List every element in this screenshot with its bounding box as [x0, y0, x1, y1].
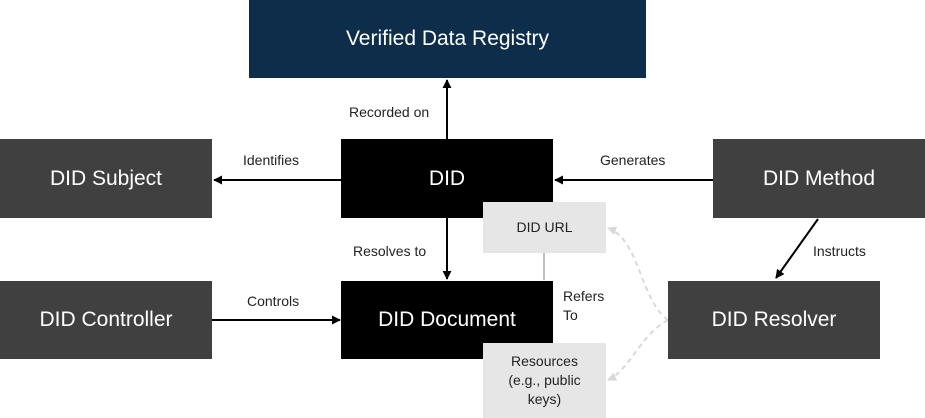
- label-identifies: Identifies: [243, 152, 300, 168]
- node-did-url: DID URL: [483, 202, 606, 253]
- node-did-subject: DID Subject: [0, 139, 212, 218]
- node-did-document: DID Document: [341, 281, 553, 359]
- node-did-method-label: DID Method: [762, 166, 876, 190]
- node-did-controller: DID Controller: [0, 281, 212, 359]
- label-refers-to: Refers To: [563, 288, 605, 323]
- node-verified-data-registry: Verified Data Registry: [249, 0, 646, 78]
- node-verified-data-registry-label: Verified Data Registry: [345, 27, 550, 50]
- node-did-method: DID Method: [713, 139, 925, 218]
- node-did-url-label: DID URL: [516, 219, 573, 235]
- edge-instructs: [775, 218, 819, 279]
- node-resources: Resources (e.g., public keys): [483, 343, 606, 418]
- node-did-document-label: DID Document: [378, 308, 516, 331]
- label-controls: Controls: [247, 293, 300, 309]
- label-recorded-on: Recorded on: [349, 104, 430, 120]
- label-generates: Generates: [600, 152, 666, 168]
- node-did-label: DID: [428, 166, 466, 190]
- edge-resolver-to-resources: [607, 319, 669, 381]
- node-did-resolver: DID Resolver: [668, 281, 880, 359]
- node-did-controller-label: DID Controller: [39, 308, 173, 331]
- label-resolves-to: Resolves to: [353, 243, 427, 259]
- node-did-subject-label: DID Subject: [49, 166, 163, 190]
- node-resources-label: Resources (e.g., public keys): [508, 353, 581, 407]
- node-did-resolver-label: DID Resolver: [711, 308, 837, 331]
- edge-resolver-to-did-url: [607, 226, 669, 321]
- label-instructs: Instructs: [813, 243, 866, 259]
